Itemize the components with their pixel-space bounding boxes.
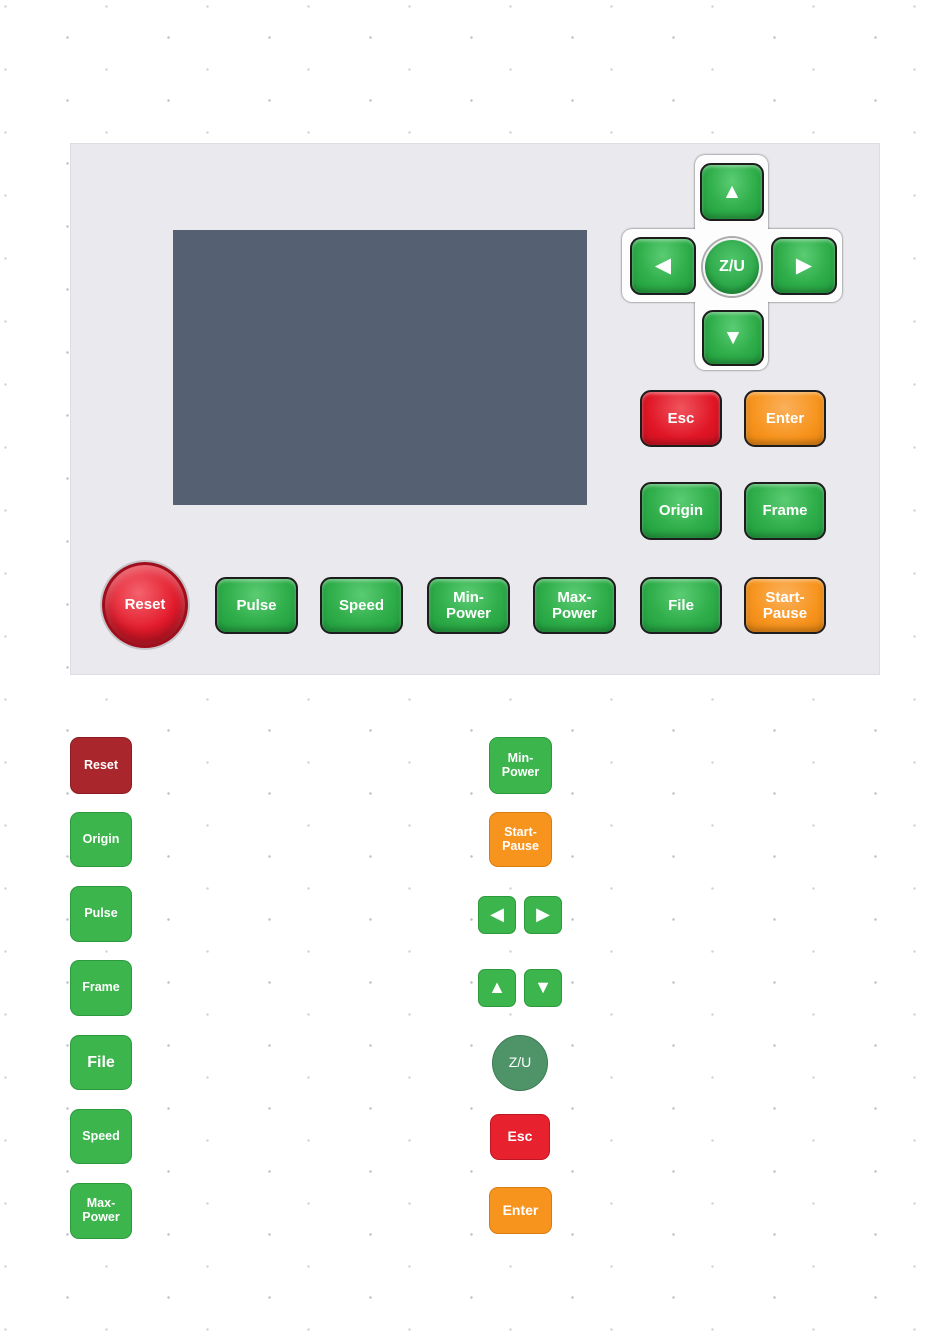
enter-button[interactable]: Enter	[744, 390, 826, 447]
arrow-left-icon: ◀	[654, 253, 672, 277]
legend-speed: Speed	[70, 1109, 132, 1164]
legend-arrow-down: ▼	[524, 969, 562, 1007]
arrow-right-icon: ▶	[795, 253, 813, 277]
legend-arrow-left: ◀	[478, 896, 516, 934]
pulse-button[interactable]: Pulse	[215, 577, 298, 634]
speed-button[interactable]: Speed	[320, 577, 403, 634]
origin-button[interactable]: Origin	[640, 482, 722, 540]
frame-button[interactable]: Frame	[744, 482, 826, 540]
legend-reset: Reset	[70, 737, 132, 794]
legend-start-pause: Start- Pause	[489, 812, 552, 867]
legend-origin: Origin	[70, 812, 132, 867]
start-pause-button[interactable]: Start- Pause	[744, 577, 826, 634]
legend-frame: Frame	[70, 960, 132, 1016]
legend-arrow-up: ▲	[478, 969, 516, 1007]
arrow-up-icon: ▲	[721, 179, 743, 203]
arrow-right-button[interactable]: ▶	[771, 237, 837, 295]
arrow-down-icon: ▼	[722, 325, 744, 349]
zu-button[interactable]: Z/U	[703, 238, 761, 296]
legend-max-power: Max- Power	[70, 1183, 132, 1239]
legend-arrow-down-icon: ▼	[534, 977, 552, 998]
legend-pulse: Pulse	[70, 886, 132, 942]
legend-zu: Z/U	[492, 1035, 548, 1091]
legend-esc: Esc	[490, 1114, 550, 1160]
legend-min-power: Min- Power	[489, 737, 552, 794]
arrow-left-button[interactable]: ◀	[630, 237, 696, 295]
legend-arrow-up-icon: ▲	[488, 977, 506, 998]
arrow-down-button[interactable]: ▼	[702, 310, 764, 366]
min-power-button[interactable]: Min- Power	[427, 577, 510, 634]
lcd-screen	[173, 230, 587, 505]
legend-file: File	[70, 1035, 132, 1090]
controller-panel: ▲ ◀ ▶ ▼ Z/U Esc Enter Origin Frame Reset…	[70, 143, 880, 675]
max-power-button[interactable]: Max- Power	[533, 577, 616, 634]
legend-arrow-right-icon: ▶	[536, 904, 550, 925]
file-button[interactable]: File	[640, 577, 722, 634]
legend-arrow-left-icon: ◀	[490, 904, 504, 925]
legend-enter: Enter	[489, 1187, 552, 1234]
legend-arrow-right: ▶	[524, 896, 562, 934]
esc-button[interactable]: Esc	[640, 390, 722, 447]
reset-button[interactable]: Reset	[102, 562, 188, 648]
arrow-up-button[interactable]: ▲	[700, 163, 764, 221]
